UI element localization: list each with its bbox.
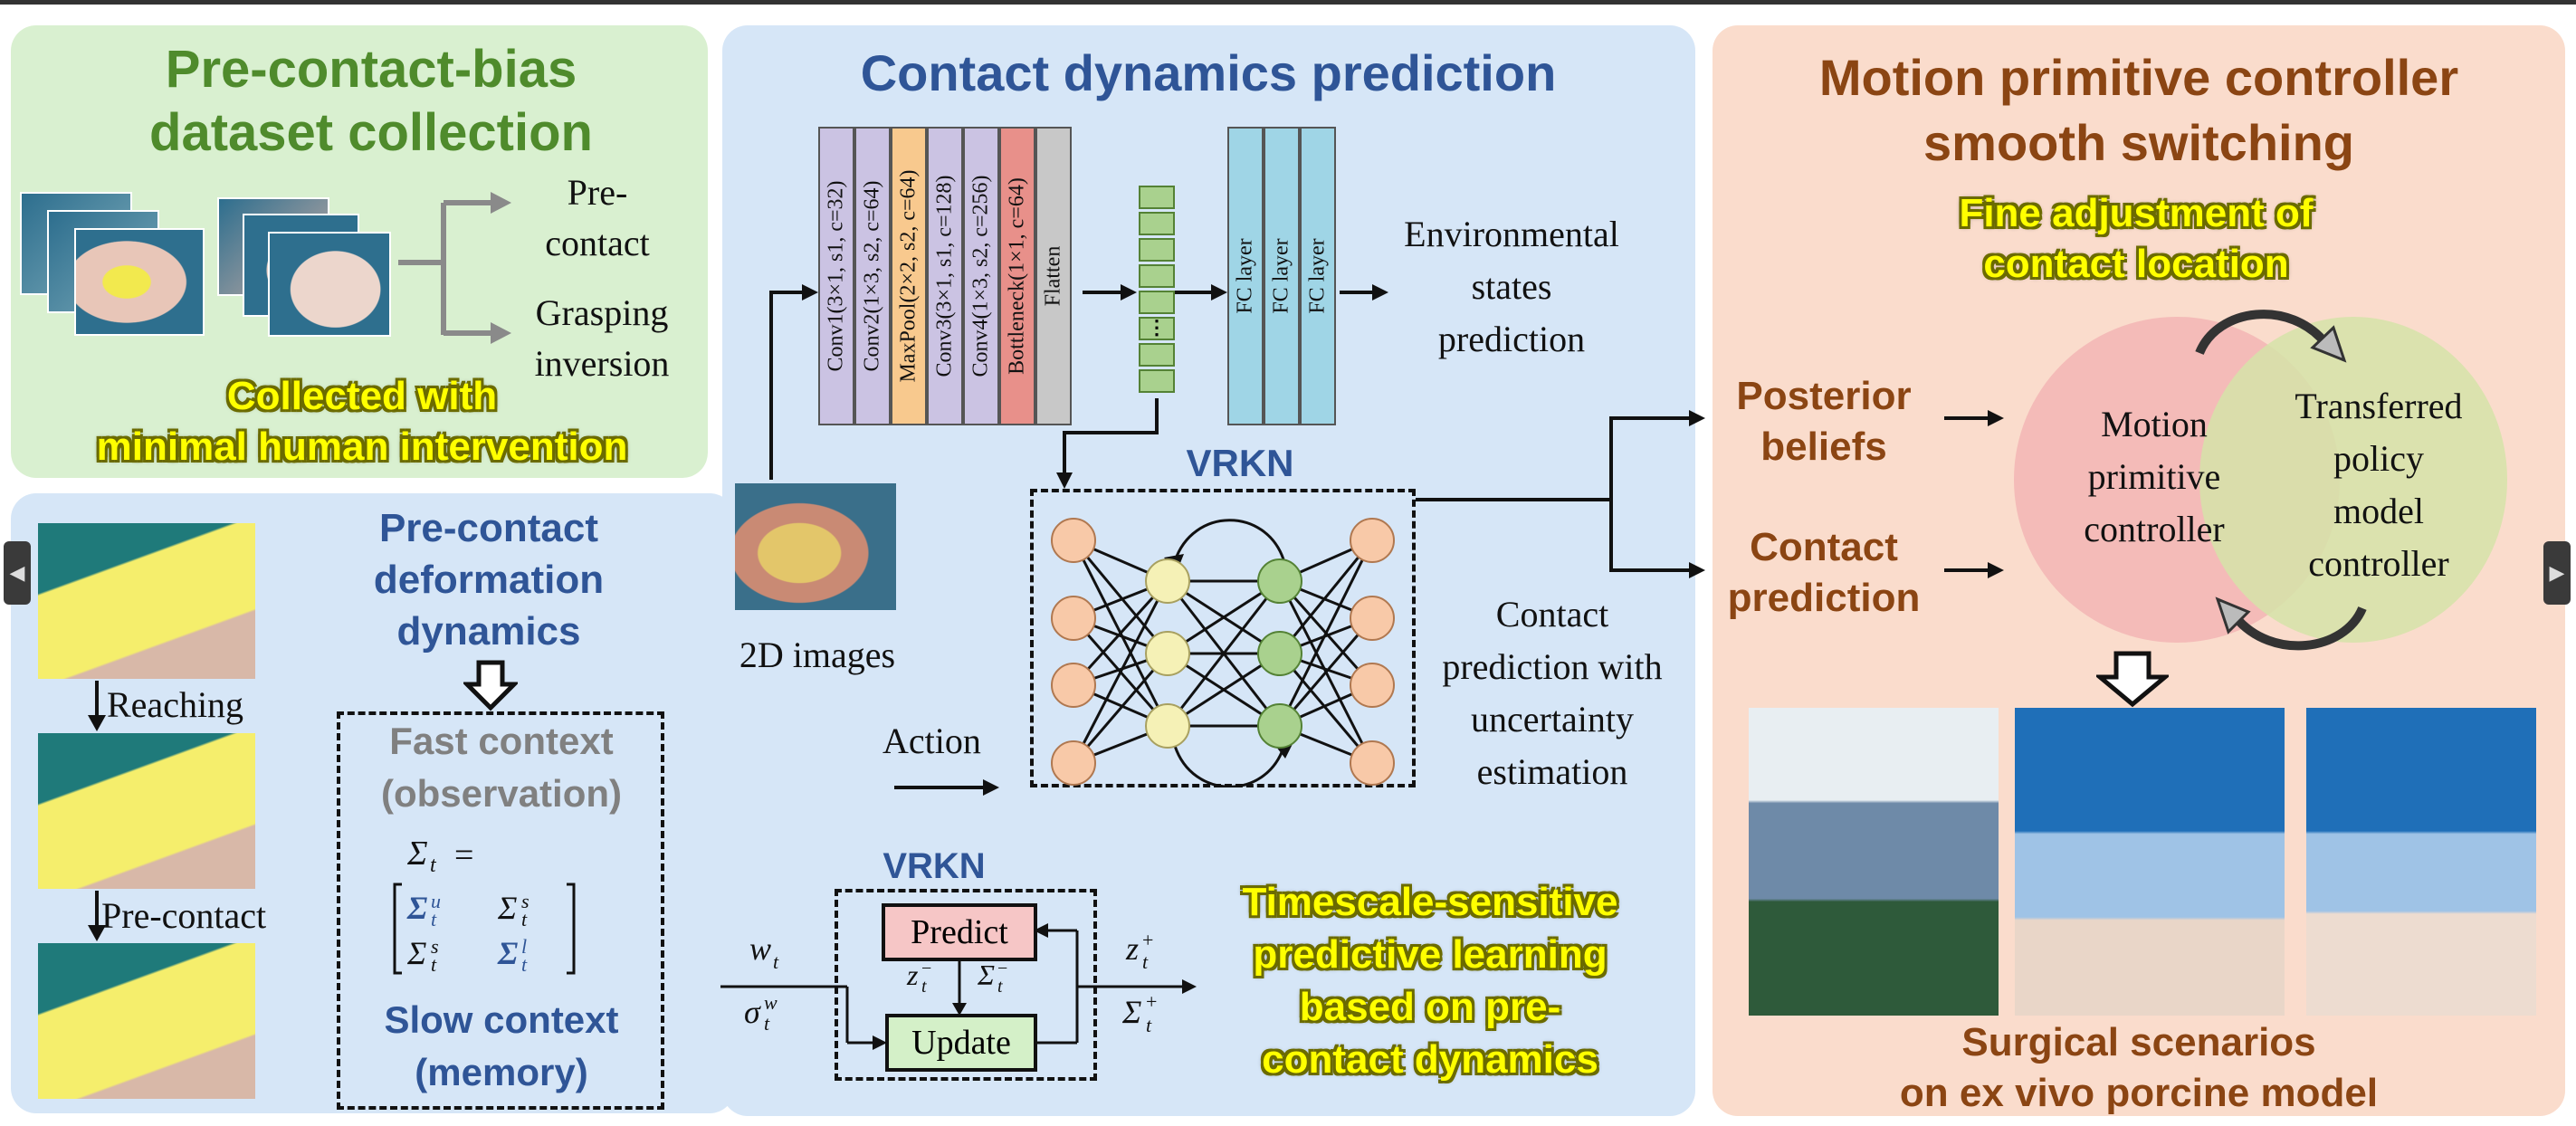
svg-text:t: t (1146, 1014, 1152, 1036)
surgical-photo-2 (2015, 708, 2285, 1016)
cnn-layer: Conv1(3×1, s1, c=32) (818, 127, 854, 425)
surgical-photo-3 (2306, 708, 2536, 1016)
fast-context: Fast context (observation) (380, 720, 623, 815)
svg-text:t: t (997, 977, 1003, 997)
svg-text:+: + (1142, 929, 1153, 951)
fc-block: FC layer FC layer FC layer (1227, 127, 1336, 425)
svg-text:Σ: Σ (406, 835, 428, 873)
svg-text:t: t (431, 953, 437, 976)
contact-dynamics-title: Contact dynamics prediction (860, 44, 1557, 101)
environmental-states-label: Environmental states prediction (1404, 214, 1619, 359)
right-nav-button[interactable]: ▶ (2543, 541, 2571, 605)
svg-text:t: t (773, 950, 779, 973)
reaching-arrow (88, 681, 106, 731)
cnn-layer: MaxPool(2×2, s2, c=64) (891, 127, 927, 425)
sigma-matrix-equation: Σ t = Σ u t Σ s t Σ s t Σ l t (393, 835, 576, 976)
2d-images-label: 2D images (739, 635, 896, 675)
svg-text:t: t (921, 977, 927, 997)
svg-text:−: − (997, 959, 1007, 978)
svg-text:t: t (430, 854, 437, 877)
vrkn2-box (835, 889, 1097, 1081)
action-label: Action (883, 720, 981, 761)
posterior-beliefs-label: Posterior beliefs (1736, 374, 1912, 469)
cnn-layer: Conv2(1×3, s2, c=64) (854, 127, 891, 425)
svg-text:t: t (521, 953, 528, 976)
svg-text:Σ: Σ (497, 890, 517, 926)
cnn-layer: Conv3(3×1, s1, c=128) (927, 127, 963, 425)
svg-text:Σ: Σ (977, 959, 995, 991)
svg-text:z: z (1125, 930, 1139, 967)
vrkn2-title: VRKN (883, 846, 986, 886)
controller-venn (2014, 310, 2507, 651)
pre-contact-arrow (88, 891, 106, 941)
reaching-label: Reaching (107, 684, 244, 725)
svg-text:t: t (521, 908, 528, 930)
feature-dots: ⋮ (1139, 317, 1175, 340)
svg-text:+: + (1146, 990, 1157, 1013)
svg-text:=: = (454, 836, 473, 874)
fc-layer: FC layer (1264, 127, 1300, 425)
pre-contact-photo (38, 943, 255, 1099)
svg-text:w: w (749, 930, 771, 967)
fine-adjustment-highlight: Fine adjustment of contact location (1959, 191, 2314, 286)
dataset-highlight: Collected with minimal human interventio… (96, 374, 628, 469)
svg-text:w: w (764, 991, 778, 1014)
svg-text:t: t (764, 1012, 770, 1035)
dataset-title: Pre-contact-bias dataset collection (149, 40, 593, 162)
contact-prediction-uncertainty-label: Contact prediction with uncertainty esti… (1442, 594, 1663, 792)
cnn-layer: Conv4(1×3, s2, c=256) (963, 127, 999, 425)
svg-text:t: t (1142, 950, 1149, 973)
2d-image-photo (735, 483, 896, 610)
reaching-photo-2 (38, 733, 255, 889)
update-box: Update (885, 1014, 1037, 1072)
fc-layer: FC layer (1227, 127, 1264, 425)
cnn-layer: Flatten (1035, 127, 1072, 425)
motion-primitive-controller-label: Motion primitive controller (2084, 404, 2225, 549)
left-nav-button[interactable]: ◀ (4, 541, 31, 605)
svg-text:z: z (906, 959, 919, 991)
svg-text:s: s (521, 890, 530, 912)
vrkn-network (1051, 518, 1395, 787)
svg-text:−: − (921, 959, 931, 978)
grasping-inversion-branch-label: Grasping inversion (534, 292, 670, 384)
pre-contact-branch-label: Pre- contact (545, 172, 650, 263)
svg-text:Σ: Σ (1121, 994, 1141, 1030)
context-box (337, 711, 664, 1110)
svg-text:l: l (521, 935, 527, 958)
top-border (0, 0, 2576, 5)
transferred-policy-label: Transferred policy model controller (2295, 386, 2463, 584)
surgical-photo-1 (1749, 708, 1999, 1016)
svg-text:Σ: Σ (406, 890, 427, 926)
slow-context: Slow context (memory) (384, 998, 619, 1093)
fc-layer: FC layer (1300, 127, 1336, 425)
kalman-arrows-and-symbols: w t σ w t z − t Σ − t z + t Σ + t (720, 923, 1197, 1050)
deformation-hollow-arrow (463, 660, 518, 711)
brain-image (268, 232, 391, 337)
svg-text:Σ: Σ (497, 935, 518, 971)
contact-prediction-label: Contact prediction (1727, 525, 1921, 620)
vrkn-title: VRKN (1186, 442, 1294, 484)
svg-text:σ: σ (744, 994, 761, 1030)
right-nav-arrow-icon: ▶ (2549, 561, 2565, 584)
left-nav-arrow-icon: ◀ (9, 561, 25, 584)
cnn-layer: Bottleneck(1×1, c=64) (999, 127, 1035, 425)
svg-text:t: t (431, 908, 437, 930)
cnn-block: Conv1(3×1, s1, c=32) Conv2(1×3, s2, c=64… (818, 127, 1081, 425)
surgical-scenarios-caption: Surgical scenarios on ex vivo porcine mo… (1899, 1020, 2379, 1115)
dataset-branch-arrows (398, 192, 511, 344)
deformation-title: Pre-contact deformation dynamics (373, 506, 605, 654)
svg-text:Σ: Σ (406, 935, 426, 971)
motion-hollow-arrow (2096, 651, 2169, 708)
svg-text:u: u (431, 890, 441, 912)
svg-text:s: s (431, 935, 439, 958)
brain-image (74, 228, 205, 336)
timescale-highlight: Timescale-sensitive predictive learning … (1242, 880, 1618, 1082)
predict-box: Predict (882, 903, 1037, 961)
feature-vector: ⋮ (1139, 186, 1175, 398)
motion-title: Motion primitive controller smooth switc… (1818, 49, 2459, 171)
pre-contact-label: Pre-contact (101, 895, 267, 936)
reaching-photo-1 (38, 523, 255, 679)
